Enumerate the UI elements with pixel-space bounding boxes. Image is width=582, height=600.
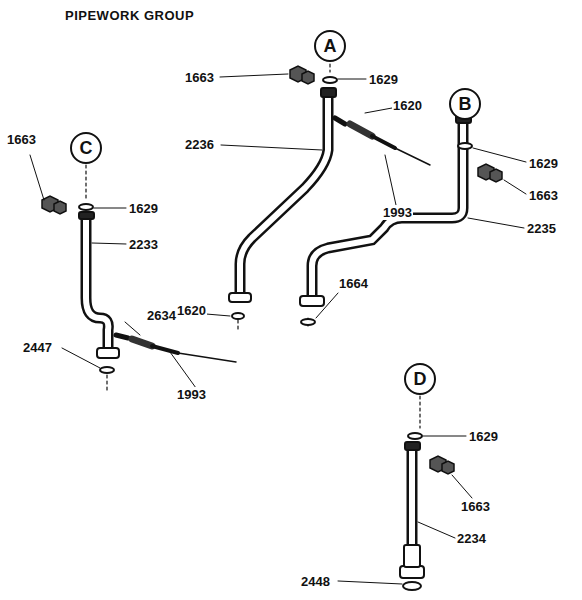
- reference-circle: A: [314, 30, 346, 62]
- reference-letter: B: [459, 94, 472, 114]
- callout-number: 1629: [468, 429, 499, 444]
- callout-number: 2233: [128, 237, 159, 252]
- callout-number: 1629: [528, 156, 559, 171]
- callout-number: 1663: [6, 132, 37, 147]
- reference-circle: D: [404, 363, 436, 395]
- callout-number: 2235: [526, 221, 557, 236]
- reference-letter: C: [80, 138, 93, 158]
- callout-number: 2236: [184, 137, 215, 152]
- reference-circle: C: [70, 132, 102, 164]
- reference-letter: D: [414, 369, 427, 389]
- callout-number: 2634: [146, 308, 177, 323]
- reference-circle: B: [449, 88, 481, 120]
- callout-number: 2234: [456, 531, 487, 546]
- callout-number: 1620: [392, 98, 423, 113]
- callout-number: 1629: [368, 72, 399, 87]
- callout-number: 1663: [528, 188, 559, 203]
- callout-number: 2448: [300, 574, 331, 589]
- callout-number: 2447: [22, 340, 53, 355]
- callout-number: 1664: [338, 276, 369, 291]
- callout-number: 1663: [184, 70, 215, 85]
- reference-letter: A: [324, 36, 337, 56]
- callout-number: 1993: [176, 387, 207, 402]
- callout-number: 1663: [460, 499, 491, 514]
- diagram-title: PIPEWORK GROUP: [64, 8, 195, 23]
- callout-number: 1993: [382, 205, 413, 220]
- callout-number: 1620: [176, 303, 207, 318]
- callout-number: 1629: [128, 201, 159, 216]
